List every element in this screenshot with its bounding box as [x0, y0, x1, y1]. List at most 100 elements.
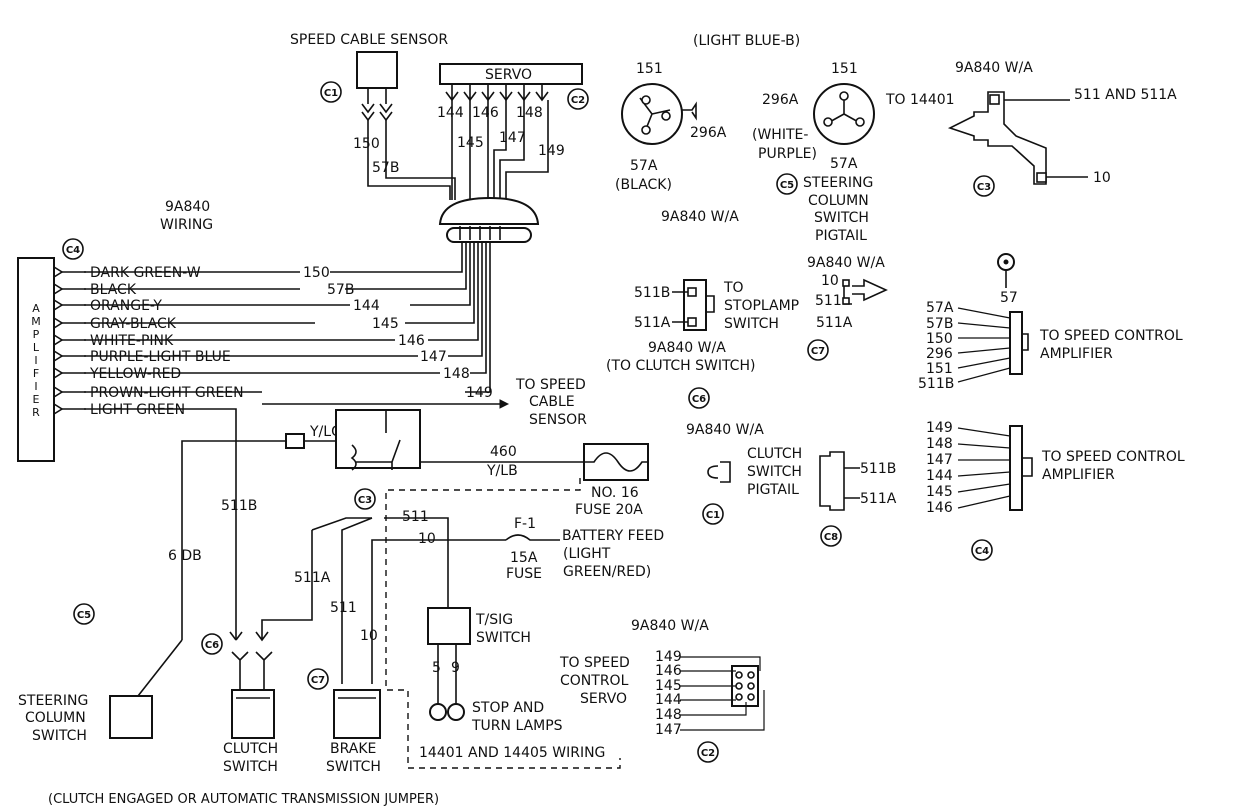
- wire-label-511a: 511A: [294, 570, 331, 586]
- steering-pigtail-label: PIGTAIL: [815, 228, 867, 244]
- amp2-pin-144: 144: [926, 468, 953, 484]
- code-badge: C1: [320, 81, 342, 103]
- amplifier-wire-color-label: GRAY-BLACK: [90, 316, 177, 332]
- amp1-pin-57a: 57A: [926, 300, 954, 316]
- to-servo-label: SERVO: [580, 691, 627, 707]
- tsig-switch-label: SWITCH: [476, 630, 531, 646]
- amplifier-letter: M: [31, 315, 41, 328]
- code-badge: C3: [973, 175, 995, 197]
- amplifier-wire-color-label: LIGHT GREEN: [90, 402, 185, 418]
- svg-text:C6: C6: [692, 394, 706, 405]
- wire-label-10-brake: 10: [360, 628, 378, 644]
- amp1-pin-150: 150: [926, 331, 953, 347]
- battery-feed-color: (LIGHT: [563, 546, 611, 562]
- wire-label-9: 9: [451, 660, 460, 676]
- sv-pin-146: 146: [655, 663, 682, 679]
- wire-label-6db: 6 DB: [168, 548, 202, 564]
- amp-connector-2-tab: [1022, 457, 1033, 477]
- stoplamp-tab: [706, 295, 715, 313]
- steering-connector-b: [813, 83, 875, 145]
- c3-bracket: [947, 91, 1047, 185]
- amp2-pin-149: 149: [926, 420, 953, 436]
- to-servo-label: TO SPEED: [559, 655, 630, 671]
- svg-text:C7: C7: [811, 346, 825, 357]
- amplifier-pin-arrow-icon: [53, 299, 64, 311]
- terminal-icon: [842, 279, 850, 287]
- pin-296a: 296A: [690, 125, 727, 141]
- wire-150: [367, 120, 451, 200]
- steering-switch-label: STEERING: [18, 693, 88, 709]
- wa-clutch-label: 9A840 W/A: [648, 340, 726, 356]
- wire-label-148: 148: [516, 105, 543, 121]
- tsig-leads: [437, 644, 457, 688]
- steering-pigtail-label: COLUMN: [808, 193, 869, 209]
- pin-151: 151: [636, 61, 663, 77]
- sv-pin-145: 145: [655, 678, 682, 694]
- wire-511: [384, 517, 449, 540]
- amplifier-pin-arrow-icon: [53, 403, 64, 415]
- svg-text:C4: C4: [975, 546, 989, 557]
- pin-151: 151: [831, 61, 858, 77]
- code-badge: C6: [201, 633, 223, 655]
- cp-pin-511a: 511A: [860, 491, 897, 507]
- wa-cp-label: 9A840 W/A: [686, 422, 764, 438]
- pin-511b: 511B: [634, 285, 670, 301]
- amplifier-wire-color-label: DARK GREEN-W: [90, 265, 201, 281]
- terminal-icon: [1036, 172, 1047, 183]
- svg-text:C1: C1: [324, 88, 338, 99]
- to-stoplamp-label: SWITCH: [724, 316, 779, 332]
- brake-switch-label: SWITCH: [326, 759, 381, 775]
- clutch-pigtail-plug-icon: [707, 461, 731, 483]
- c7-connector: [843, 278, 888, 305]
- fuse-15a-type: FUSE: [506, 566, 542, 582]
- terminal-icon: [989, 94, 1000, 105]
- fuse-15a-icon: [505, 534, 560, 541]
- to-14401-label: TO 14401: [885, 92, 955, 108]
- wire-label-511b: 511B: [221, 498, 257, 514]
- steering-column-switch-box: [109, 695, 153, 739]
- code-badge: C4: [62, 238, 84, 260]
- to-speed-cable-label: SENSOR: [529, 412, 587, 428]
- wa-clutch-label: (TO CLUTCH SWITCH): [606, 358, 755, 374]
- amp-connector-1-tab: [1022, 333, 1029, 351]
- svg-text:C1: C1: [706, 510, 720, 521]
- wire-steering-switch: [137, 639, 183, 697]
- amp-wire-label-148: 148: [443, 366, 470, 382]
- amplifier-letter: R: [32, 406, 40, 419]
- servo-connector-leads: [680, 656, 765, 731]
- amp2-pin-145: 145: [926, 484, 953, 500]
- amp-connector-1: [1009, 311, 1023, 375]
- connector-arrow-icon: [229, 631, 243, 641]
- sensor-leads: [367, 88, 387, 104]
- amplifier-letter: A: [32, 302, 40, 315]
- to-amp1-label: AMPLIFIER: [1040, 346, 1113, 362]
- to-speed-cable-label: TO SPEED: [515, 377, 586, 393]
- battery-feed-label: BATTERY FEED: [562, 528, 664, 544]
- turn-lamp-icon: [447, 703, 465, 721]
- battery-feed-color: GREEN/RED): [563, 564, 651, 580]
- svg-text:C3: C3: [358, 495, 372, 506]
- svg-text:C7: C7: [311, 675, 325, 686]
- harness-grommet: [438, 196, 540, 225]
- amplifier-letter: I: [34, 354, 37, 367]
- wire-label-ylg: Y/LG: [309, 424, 342, 440]
- amp-wire-label-149: 149: [466, 385, 493, 401]
- wire-label-10: 10: [418, 531, 436, 547]
- amp-wire-label-146: 146: [398, 333, 425, 349]
- sv-pin-144: 144: [655, 692, 682, 708]
- code-badge: C2: [567, 88, 589, 110]
- white-purple-label: (WHITE-: [752, 127, 808, 143]
- wire-10-brake: [371, 539, 384, 684]
- amplifier-pin-arrow-icon: [53, 386, 64, 398]
- wire-511-brake: [341, 517, 373, 684]
- amplifier-wire-color-label: YELLOW-RED: [89, 366, 181, 382]
- servo-leads: [445, 84, 549, 102]
- to-speed-cable-label: CABLE: [529, 394, 575, 410]
- amp1-pin-511b: 511B: [918, 376, 954, 392]
- wire-511a-top: [311, 517, 372, 531]
- wire-6db: [181, 440, 286, 640]
- wiring-14401-label: 14401 AND 14405 WIRING: [419, 745, 605, 761]
- amplifier-pin-arrow-icon: [53, 283, 64, 295]
- servo-wires: [451, 100, 549, 200]
- amp-connector-1-leads: [957, 307, 1011, 383]
